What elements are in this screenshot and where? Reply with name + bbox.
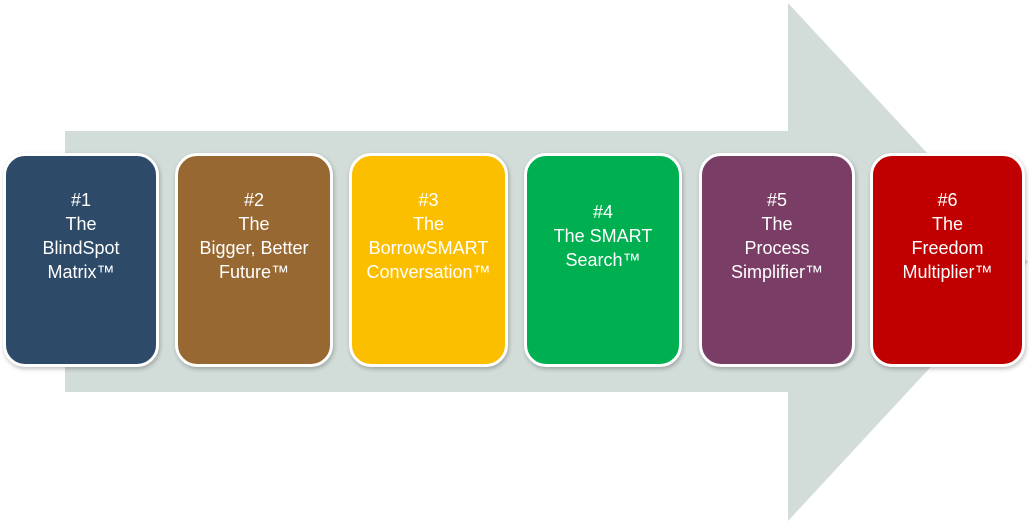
step-number: #1 xyxy=(70,190,92,210)
step-number: #2 xyxy=(243,190,265,210)
step-1-blindspot-matrix: #1 The BlindSpot Matrix™ xyxy=(3,153,159,367)
step-title-line: Freedom xyxy=(911,238,984,258)
step-title-line: BorrowSMART xyxy=(368,238,489,258)
step-title-line: The xyxy=(761,214,793,234)
step-title-line: Simplifier™ xyxy=(730,262,823,282)
step-number: #5 xyxy=(766,190,788,210)
step-title-line: Future™ xyxy=(218,262,290,282)
step-title-line: The xyxy=(65,214,97,234)
step-title-line: Process xyxy=(744,238,810,258)
step-4-smart-search: #4 The SMART Search™ xyxy=(524,153,682,367)
step-6-freedom-multiplier: #6 The Freedom Multiplier™ xyxy=(870,153,1025,367)
step-5-process-simplifier: #5 The Process Simplifier™ xyxy=(699,153,855,367)
step-title-line: Matrix™ xyxy=(47,262,115,282)
step-number: #4 xyxy=(592,202,614,222)
step-3-borrowsmart-conversation: #3 The BorrowSMART Conversation™ xyxy=(349,153,508,367)
step-title-line: The xyxy=(412,214,445,234)
step-title-line: Search™ xyxy=(565,250,641,270)
step-title-line: The xyxy=(238,214,270,234)
step-title-line: The SMART xyxy=(553,226,653,246)
step-title-line: The xyxy=(931,214,964,234)
step-number: #6 xyxy=(937,190,958,210)
step-2-bigger-better-future: #2 The Bigger, Better Future™ xyxy=(175,153,333,367)
step-title-line: Conversation™ xyxy=(366,262,491,282)
step-number: #3 xyxy=(418,190,439,210)
step-title-line: BlindSpot xyxy=(42,238,120,258)
step-title-line: Multiplier™ xyxy=(902,262,993,282)
step-title-line: Bigger, Better xyxy=(199,238,309,258)
